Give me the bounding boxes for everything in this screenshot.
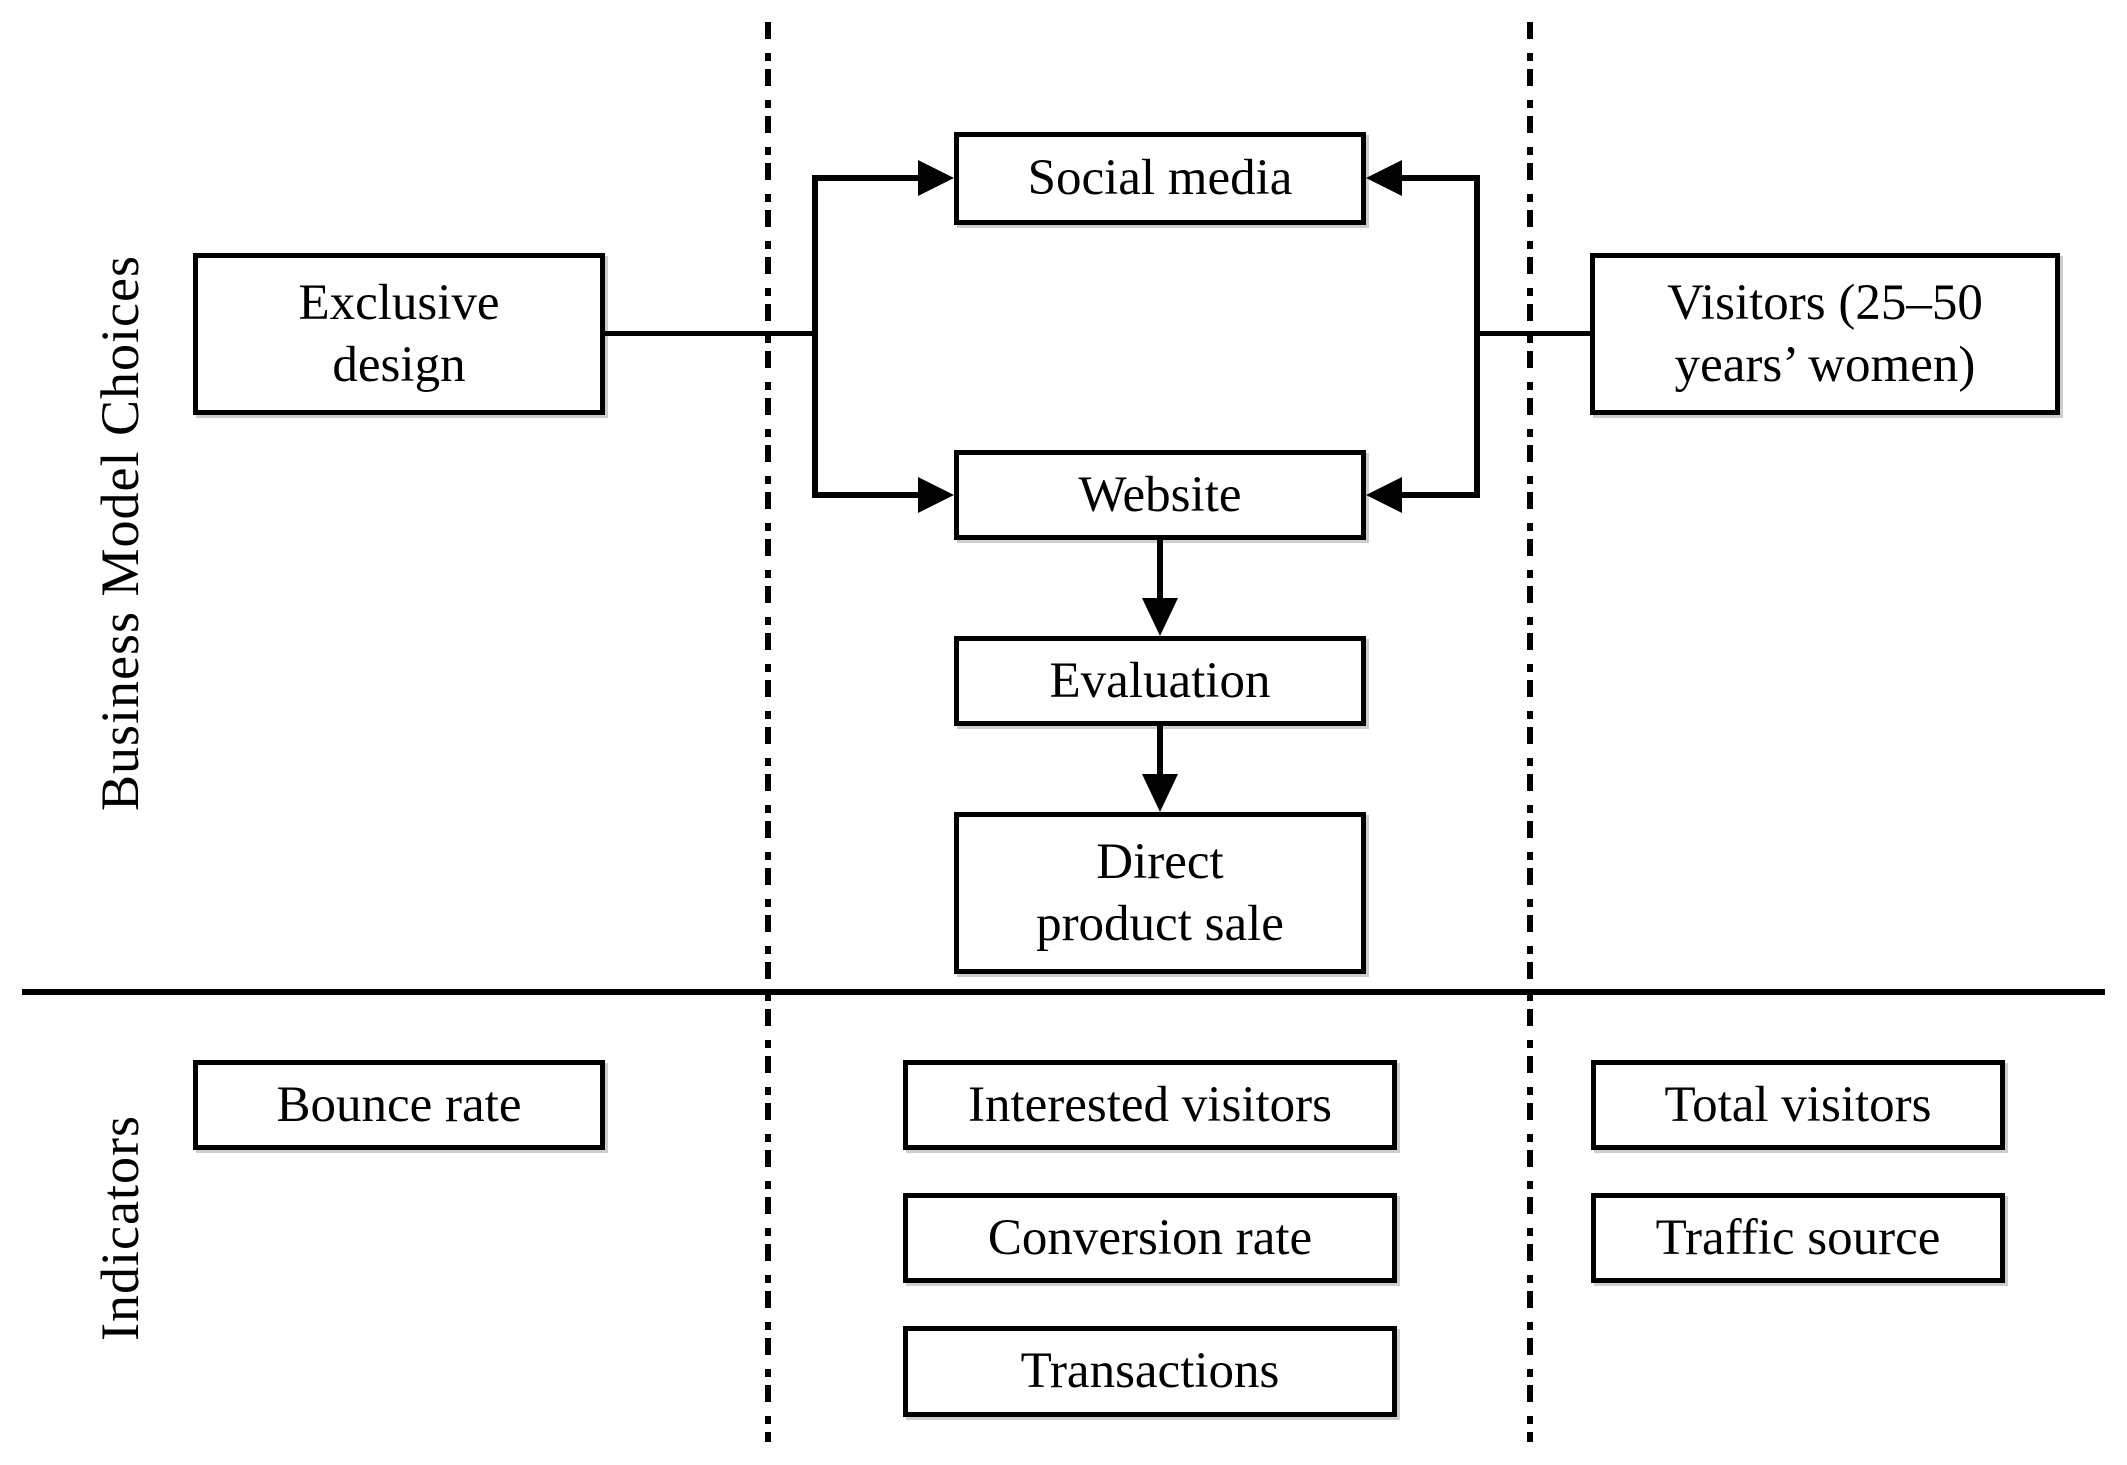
direct-product-sale-label-line2: product sale [1036, 896, 1284, 952]
connector-left-junction-vertical [812, 175, 818, 498]
connector-right-branch-to-website [1402, 492, 1480, 498]
transactions-box: Transactions [903, 1326, 1397, 1417]
evaluation-label: Evaluation [1049, 652, 1271, 709]
bounce-rate-label: Bounce rate [276, 1076, 522, 1133]
evaluation-box: Evaluation [954, 636, 1366, 726]
arrowhead-into-evaluation [1142, 598, 1178, 636]
section-label-indicators: Indicators [90, 1115, 150, 1341]
connector-left-branch-to-website [812, 492, 918, 498]
section-divider-line [22, 989, 2105, 995]
interested-visitors-label: Interested visitors [968, 1076, 1332, 1133]
connector-website-to-evaluation [1157, 540, 1163, 600]
connector-right-branch-to-social-media [1402, 175, 1480, 181]
exclusive-design-label-line2: design [332, 337, 466, 393]
visitors-label-line1: Visitors (25–50 [1667, 274, 1983, 331]
website-box: Website [954, 450, 1366, 540]
direct-product-sale-box: Direct product sale [954, 812, 1366, 974]
arrowhead-into-social-media-left [918, 160, 954, 196]
conversion-rate-box: Conversion rate [903, 1193, 1397, 1283]
website-label: Website [1078, 466, 1242, 523]
social-media-label: Social media [1027, 150, 1293, 207]
connector-left-branch-to-social-media [812, 175, 918, 181]
traffic-source-box: Traffic source [1591, 1193, 2005, 1283]
arrowhead-into-website-left [918, 477, 954, 513]
social-media-box: Social media [954, 132, 1366, 225]
connector-visitors-stub [1477, 331, 1590, 336]
transactions-label: Transactions [1020, 1343, 1280, 1400]
exclusive-design-label-line1: Exclusive [298, 274, 500, 331]
connector-right-junction-vertical [1474, 175, 1480, 498]
conversion-rate-label: Conversion rate [987, 1209, 1313, 1266]
interested-visitors-box: Interested visitors [903, 1060, 1397, 1150]
arrowhead-into-social-media-right [1366, 160, 1402, 196]
arrowhead-into-direct-product-sale [1142, 774, 1178, 812]
connector-exclusive-design-stub [605, 331, 818, 336]
dashed-column-divider-left [765, 22, 771, 1442]
exclusive-design-box: Exclusive design [193, 253, 605, 415]
traffic-source-label: Traffic source [1655, 1209, 1941, 1266]
bounce-rate-box: Bounce rate [193, 1060, 605, 1150]
arrowhead-into-website-right [1366, 477, 1402, 513]
section-label-business-model-choices: Business Model Choices [90, 255, 150, 811]
total-visitors-box: Total visitors [1591, 1060, 2005, 1150]
visitors-label-line2: years’ women) [1674, 337, 1976, 393]
direct-product-sale-label-line1: Direct [1096, 833, 1224, 890]
total-visitors-label: Total visitors [1664, 1076, 1932, 1133]
connector-evaluation-to-direct-product-sale [1157, 726, 1163, 776]
dashed-column-divider-right [1527, 22, 1533, 1442]
visitors-box: Visitors (25–50 years’ women) [1590, 253, 2060, 415]
